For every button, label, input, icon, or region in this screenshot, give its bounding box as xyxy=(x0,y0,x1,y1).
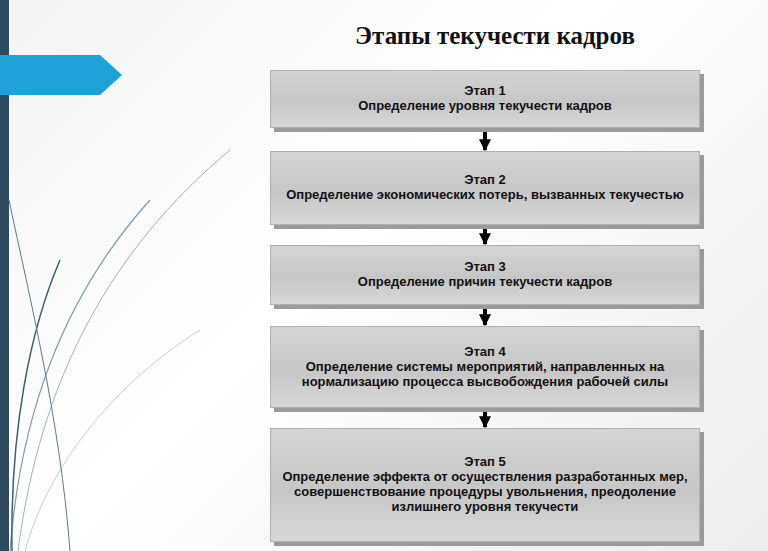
deco-curve xyxy=(25,330,200,551)
stage-box: Этап 1Определение уровня текучести кадро… xyxy=(270,70,700,128)
stage-description: Определение экономических потерь, вызван… xyxy=(286,187,684,202)
stage-box: Этап 3Определение причин текучести кадро… xyxy=(270,245,700,305)
stage-number: Этап 5 xyxy=(464,454,506,469)
accent-arrow xyxy=(0,55,122,95)
deco-curve xyxy=(18,150,230,551)
stage-box: Этап 4Определение системы мероприятий, н… xyxy=(270,326,700,408)
stage-description: Определение эффекта от осуществления раз… xyxy=(281,469,689,514)
flow-arrow xyxy=(483,309,487,325)
stage-number: Этап 1 xyxy=(464,83,506,98)
diagram-title: Этапы текучести кадров xyxy=(270,22,720,50)
stage-box: Этап 5Определение эффекта от осуществлен… xyxy=(270,428,700,542)
flow-arrow xyxy=(483,412,487,427)
deco-curve xyxy=(12,260,60,551)
stage-box: Этап 2Определение экономических потерь, … xyxy=(270,151,700,225)
deco-curve xyxy=(9,200,70,551)
deco-curve xyxy=(10,200,150,551)
stage-number: Этап 3 xyxy=(464,259,506,274)
flow-arrow xyxy=(483,132,487,150)
stage-number: Этап 2 xyxy=(464,172,506,187)
stage-description: Определение системы мероприятий, направл… xyxy=(281,359,689,389)
stage-description: Определение причин текучести кадров xyxy=(358,274,612,289)
stage-description: Определение уровня текучести кадров xyxy=(358,98,612,113)
flow-arrow xyxy=(483,229,487,244)
stage-number: Этап 4 xyxy=(464,344,506,359)
